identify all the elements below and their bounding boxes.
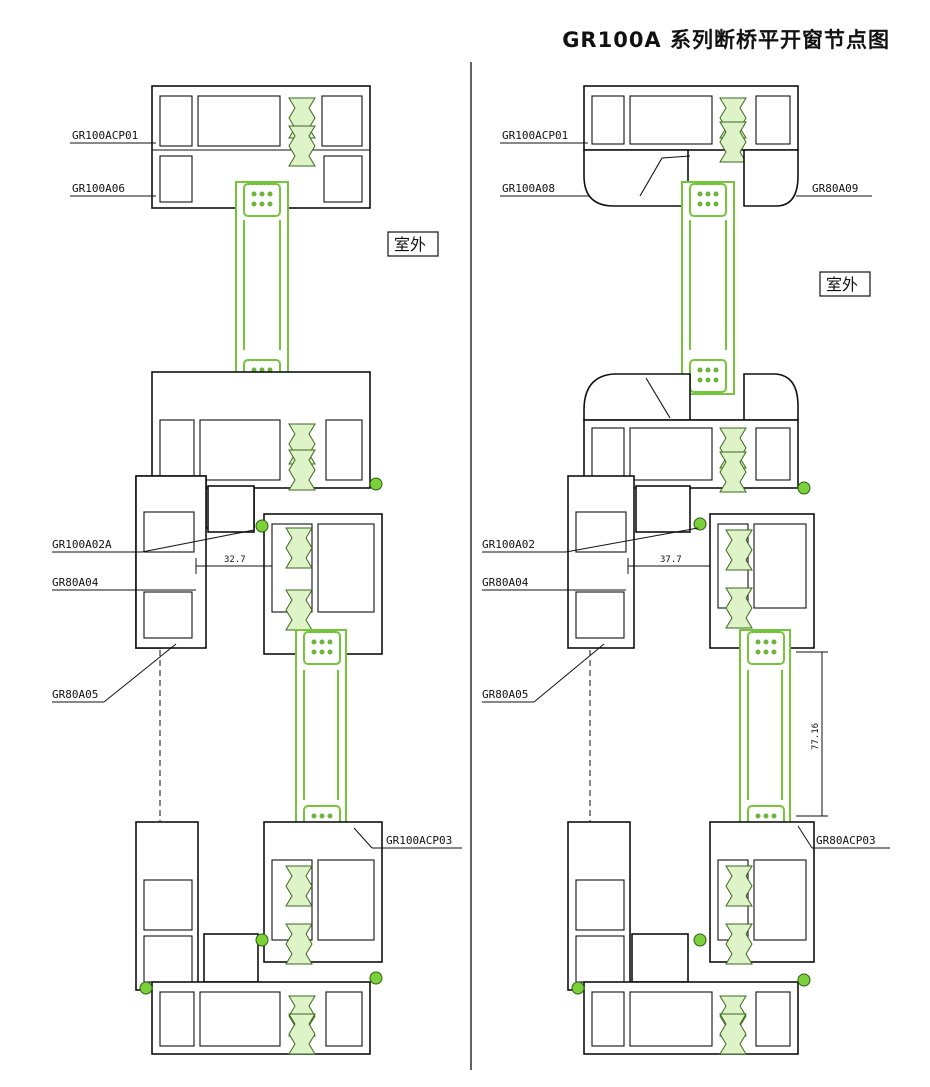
right-label-1: GR100A08 — [502, 182, 555, 195]
right-label-5: GR80A05 — [482, 688, 528, 701]
right-label-6: GR80ACP03 — [816, 834, 876, 847]
right-top-frame — [583, 85, 799, 207]
right-dimension-v: 77.16 — [796, 651, 828, 817]
right-callouts: GR100ACP01 GR100A08 GR80A09 GR100A02 GR8… — [482, 129, 890, 849]
right-outside-label: 室外 — [826, 275, 858, 294]
right-bottom-glass — [739, 629, 791, 845]
right-label-2: GR80A09 — [812, 182, 858, 195]
left-label-2: GR100A02A — [52, 538, 112, 551]
right-label-0: GR100ACP01 — [502, 129, 568, 142]
left-label-3: GR80A04 — [52, 576, 99, 589]
right-label-4: GR80A04 — [482, 576, 529, 589]
left-bottom-frame — [139, 971, 383, 1055]
left-dimension-value: 32.7 — [224, 555, 246, 565]
right-outside-box — [819, 271, 871, 297]
left-outside-label: 室外 — [394, 235, 426, 254]
left-bottom-glass — [295, 629, 347, 845]
right-dimension-v-value: 77.16 — [811, 723, 821, 750]
right-top-glass — [681, 181, 735, 395]
right-bottom-sash — [567, 821, 815, 991]
left-sash — [135, 475, 383, 655]
right-label-3: GR100A02 — [482, 538, 535, 551]
right-bottom-frame — [571, 973, 811, 1055]
left-dimension: 32.7 — [195, 555, 273, 574]
left-outside-box — [387, 231, 439, 257]
left-label-4: GR80A05 — [52, 688, 98, 701]
left-label-0: GR100ACP01 — [72, 129, 138, 142]
left-mullion-frame — [139, 371, 383, 491]
left-bottom-sash — [135, 821, 383, 991]
left-top-glass — [235, 181, 289, 395]
right-dimension-h-value: 37.7 — [660, 555, 682, 565]
left-callouts: GR100ACP01 GR100A06 GR100A02A GR80A04 GR… — [52, 129, 462, 849]
left-label-1: GR100A06 — [72, 182, 125, 195]
right-dimension-h: 37.7 — [627, 555, 711, 574]
left-label-5: GR100ACP03 — [386, 834, 452, 847]
drawing-title: GR100A 系列断桥平开窗节点图 — [562, 28, 890, 52]
right-sash — [567, 475, 815, 649]
